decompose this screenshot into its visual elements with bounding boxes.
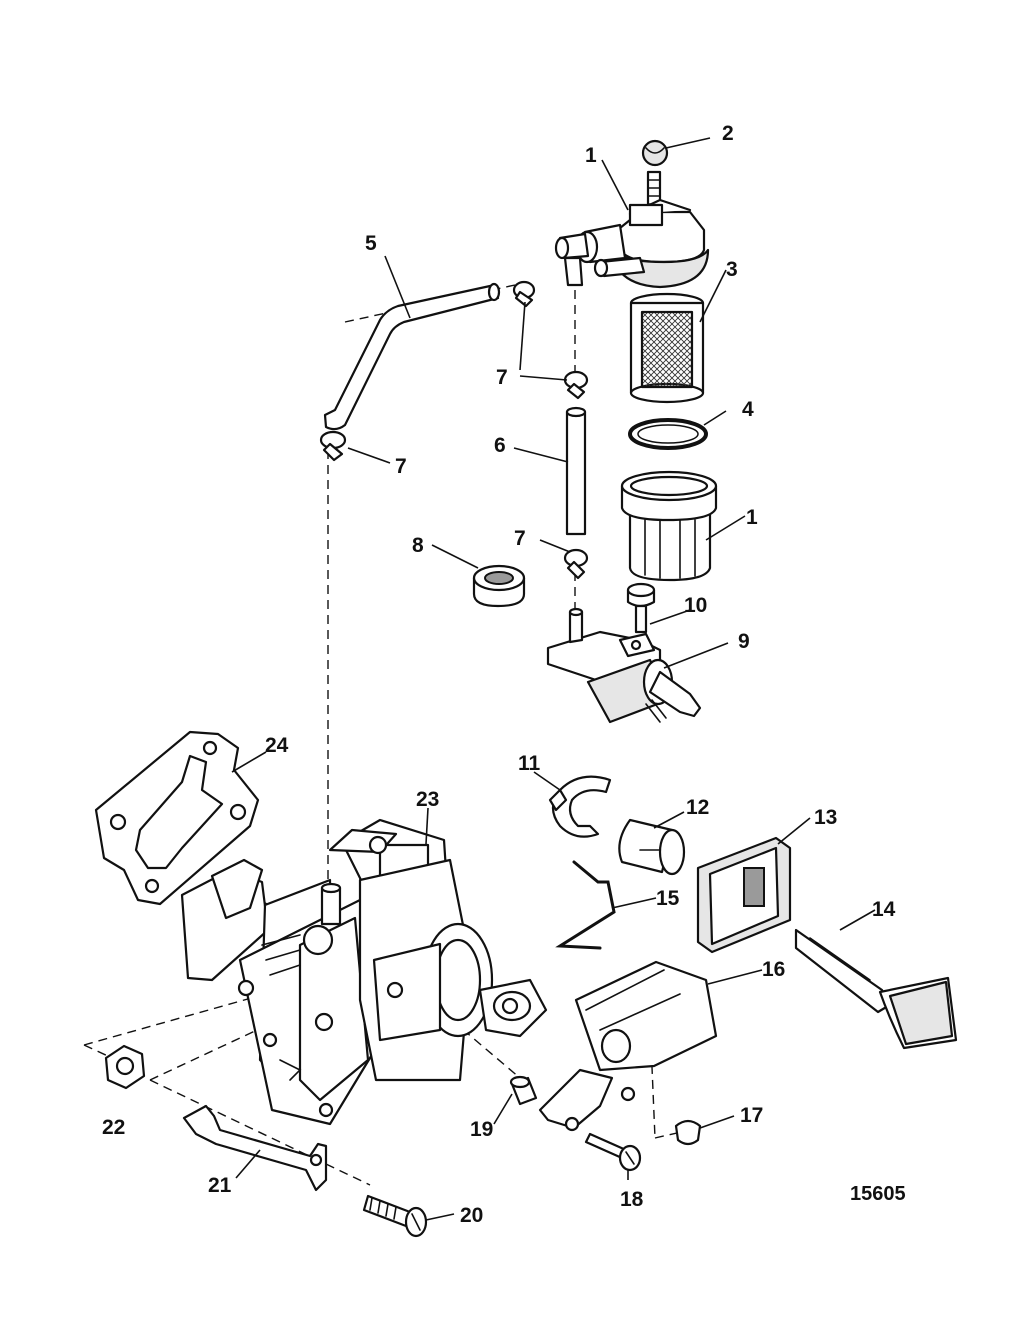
callout-24: 24	[265, 734, 289, 757]
callout-5: 5	[365, 232, 377, 255]
fuel-hose-part-5	[323, 282, 501, 431]
callout-3: 3	[726, 258, 738, 281]
callout-20: 20	[460, 1204, 483, 1227]
screw-part-20	[362, 1194, 428, 1238]
callout-13: 13	[814, 806, 837, 829]
hose-clamp-part-7-mid-lower	[563, 548, 589, 580]
callout-6: 6	[494, 434, 506, 457]
hose-clamp-part-7-mid-upper	[563, 370, 589, 400]
nut-part-22	[104, 1044, 146, 1090]
callout-22: 22	[102, 1116, 125, 1139]
callout-7-left: 7	[395, 455, 407, 478]
leader-lines	[231, 137, 876, 1221]
callout-12: 12	[686, 796, 709, 819]
bracket-part-21	[182, 1104, 328, 1192]
choke-housing-part-16	[538, 960, 718, 1132]
callout-labels: 1 2 5 3 7 4 7 6 1 8 7 10 9 11 24 12 13 2…	[102, 122, 906, 1227]
filter-bowl-part-1	[620, 470, 718, 582]
knob-part-2	[641, 139, 669, 167]
callout-14: 14	[872, 898, 896, 921]
filter-head-part-1	[554, 170, 710, 289]
callout-17: 17	[740, 1104, 763, 1127]
retainer-part-11	[548, 775, 612, 838]
grommet-part-8	[472, 564, 526, 608]
choke-knob-part-14	[794, 928, 958, 1050]
callout-16: 16	[762, 958, 785, 981]
callout-1-bowl: 1	[746, 506, 758, 529]
hose-clamp-part-7-upper	[512, 280, 536, 308]
bushing-part-12	[618, 818, 686, 876]
callout-21: 21	[208, 1174, 232, 1197]
callout-2: 2	[722, 122, 734, 145]
gasket-part-24	[94, 730, 260, 906]
fuel-connector-part-9	[546, 607, 702, 724]
o-ring-part-4	[628, 418, 708, 450]
screw-part-10	[626, 582, 656, 634]
wire-link-part-15	[555, 860, 616, 950]
screw-part-18	[584, 1132, 642, 1172]
callout-11: 11	[518, 752, 541, 775]
callout-23: 23	[416, 788, 439, 811]
callout-19: 19	[470, 1118, 493, 1141]
callout-7-upper: 7	[496, 366, 508, 389]
bushing-part-19	[509, 1075, 538, 1106]
callout-4: 4	[742, 398, 754, 421]
callout-9: 9	[738, 630, 750, 653]
callout-15: 15	[656, 887, 680, 910]
callout-1-head: 1	[585, 144, 597, 167]
callout-8: 8	[412, 534, 424, 557]
callout-7-lower: 7	[514, 527, 526, 550]
cover-part-13	[696, 836, 792, 954]
figure-reference-number: 15605	[850, 1183, 906, 1205]
plug-part-17	[674, 1119, 702, 1146]
callout-18: 18	[620, 1188, 644, 1211]
hose-clamp-part-7-lower	[319, 430, 347, 462]
short-hose-part-6	[565, 406, 587, 536]
filter-element-part-3	[629, 292, 705, 404]
carburetor-part-23	[180, 818, 548, 1126]
callout-10: 10	[684, 594, 707, 617]
